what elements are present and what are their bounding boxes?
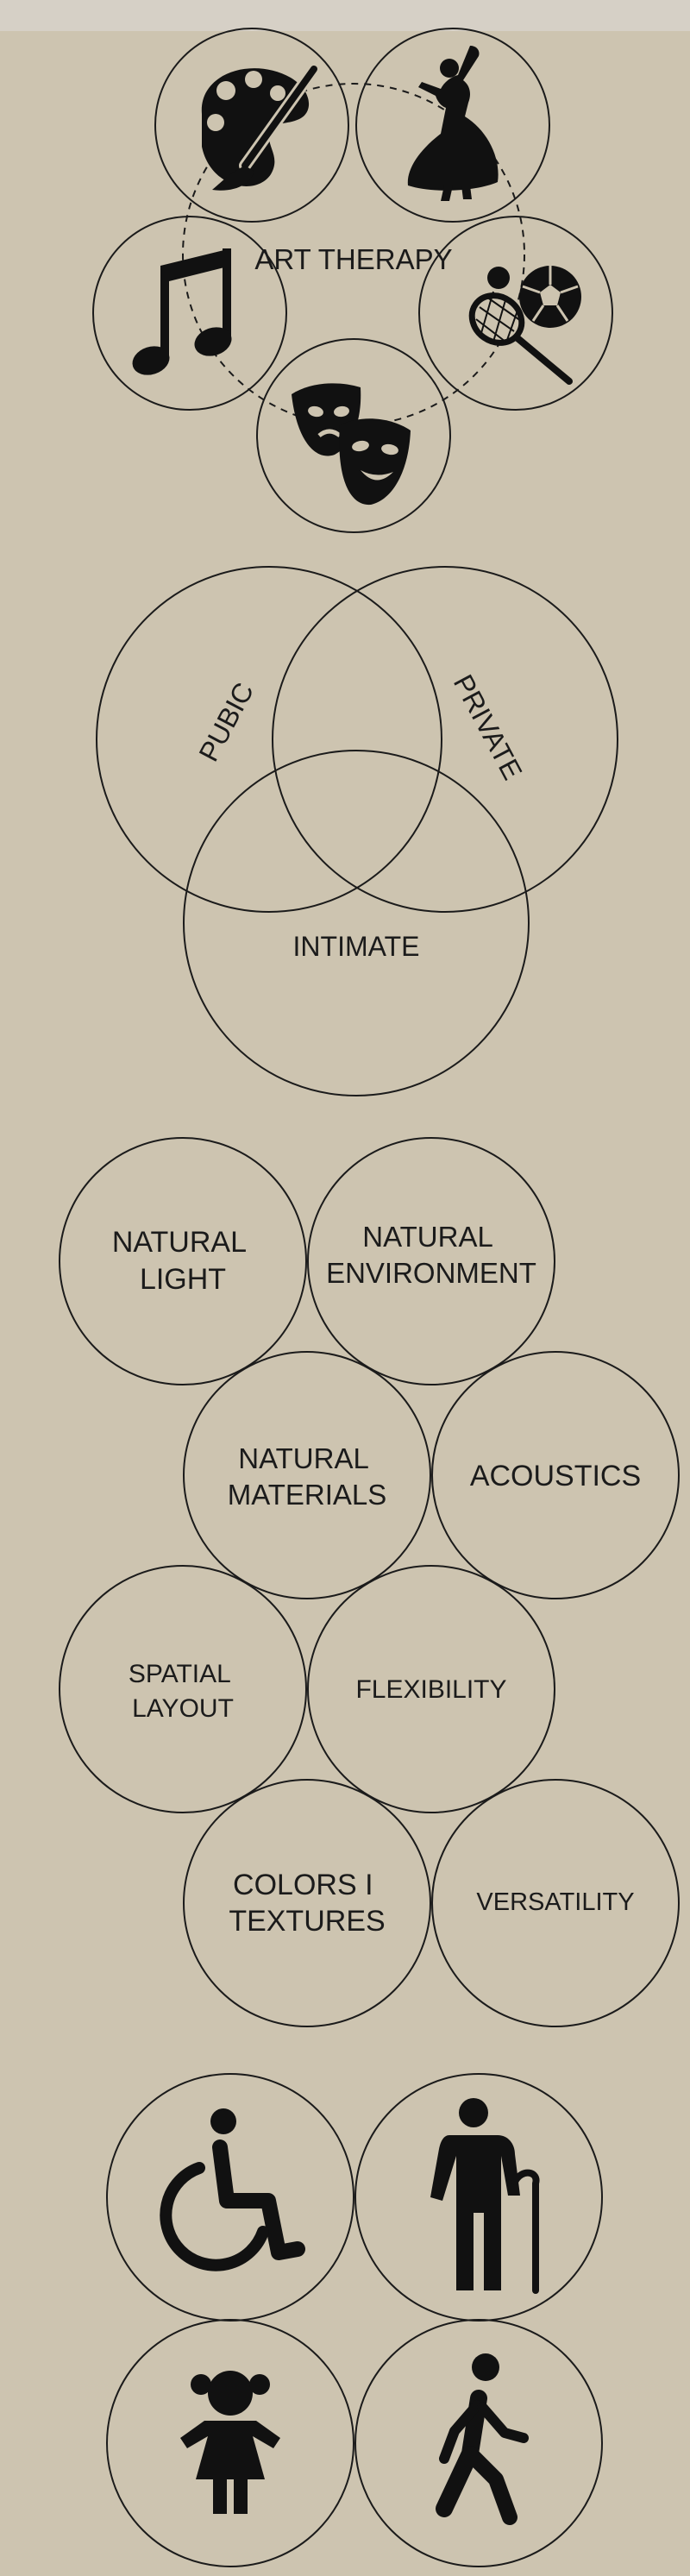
wheelchair-user-icon <box>160 2108 305 2271</box>
theater-masks-icon <box>292 383 411 506</box>
venn-circle-intimate <box>183 750 530 1096</box>
quality-circle-acoustics <box>431 1351 680 1599</box>
quality-circle-spatial-layout <box>59 1565 307 1813</box>
sports-balls-racket-icon <box>468 266 581 385</box>
venn-diagram: PUBIC PRIVATE INTIMATE <box>96 566 618 1096</box>
design-qualities-group: NATURAL LIGHT NATURAL ENVIRONMENT NATURA… <box>59 1137 680 2027</box>
top-strip <box>0 0 690 31</box>
user-groups-group <box>106 2073 603 2567</box>
walking-person-icon <box>436 2353 529 2525</box>
quality-natural-materials: NATURAL MATERIALS <box>228 1442 387 1511</box>
quality-circle-natural-environment <box>307 1137 555 1385</box>
venn-label-intimate: INTIMATE <box>293 931 420 962</box>
venn-label-public: PUBIC <box>192 677 260 766</box>
venn-label-private: PRIVATE <box>448 669 529 785</box>
elderly-person-cane-icon <box>430 2098 540 2294</box>
music-circle <box>92 216 287 411</box>
quality-natural-environment: NATURAL ENVIRONMENT <box>326 1221 536 1289</box>
quality-circle-natural-materials <box>183 1351 431 1599</box>
quality-versatility: VERSATILITY <box>476 1888 634 1916</box>
child-girl-icon <box>180 2371 280 2514</box>
theater-circle <box>256 338 451 533</box>
art-therapy-group: ART THERAPY <box>92 28 613 533</box>
art-therapy-dashed-ring <box>182 83 525 426</box>
quality-spatial-layout: SPATIAL LAYOUT <box>129 1660 237 1723</box>
venn-circle-private <box>272 566 618 913</box>
sports-circle <box>418 216 613 411</box>
painting-circle <box>154 28 349 223</box>
dancer-icon <box>407 46 499 201</box>
painting-palette-icon <box>201 63 320 191</box>
venn-circle-public <box>96 566 442 913</box>
quality-natural-light: NATURAL LIGHT <box>112 1226 254 1296</box>
music-note-icon <box>132 248 232 375</box>
quality-acoustics: ACOUSTICS <box>470 1460 641 1492</box>
quality-circle-natural-light <box>59 1137 307 1385</box>
quality-circle-versatility <box>431 1779 680 2027</box>
user-circle-child <box>106 2319 354 2567</box>
art-therapy-title: ART THERAPY <box>254 243 452 275</box>
user-circle-walking <box>354 2319 603 2567</box>
quality-colors-textures: COLORS I TEXTURES <box>229 1869 385 1938</box>
quality-flexibility: FLEXIBILITY <box>355 1675 506 1704</box>
quality-circle-flexibility <box>307 1565 555 1813</box>
dance-circle <box>355 28 550 223</box>
quality-circle-colors-textures <box>183 1779 431 2027</box>
